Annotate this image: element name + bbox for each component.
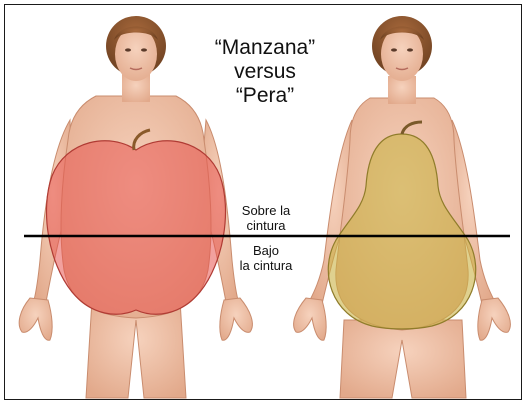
apple-shape (46, 141, 225, 314)
above-waist-line-2: cintura (226, 218, 306, 233)
title-line-3: “Pera” (190, 84, 340, 108)
below-waist-label: Bajo la cintura (222, 243, 310, 273)
above-waist-line-1: Sobre la (226, 203, 306, 218)
above-waist-label: Sobre la cintura (226, 203, 306, 233)
title-line-2: versus (190, 60, 340, 84)
title-line-1: “Manzana” (190, 36, 340, 60)
below-waist-line-1: Bajo (222, 243, 310, 258)
below-waist-line-2: la cintura (222, 258, 310, 273)
comparison-title: “Manzana” versus “Pera” (190, 36, 340, 108)
